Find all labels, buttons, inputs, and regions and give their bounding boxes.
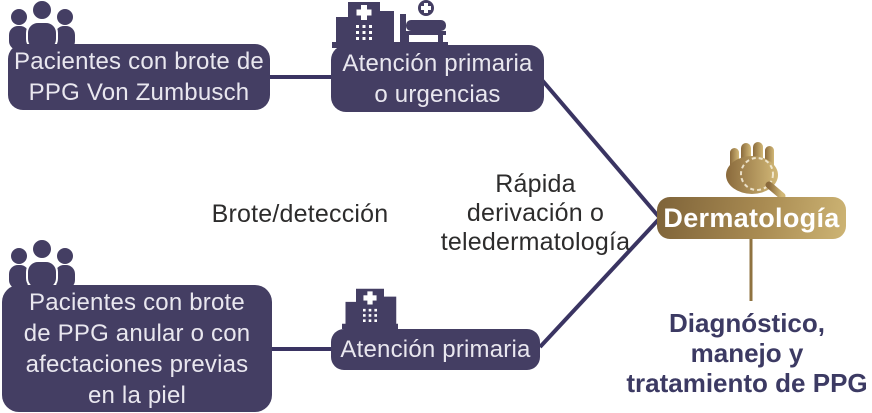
hospital-and-bed-icon [332, 0, 448, 48]
label-line: o urgencias [374, 80, 501, 108]
label-line: afectaciones previas [25, 350, 249, 378]
patients-von-zumbusch-box: Pacientes con brote de PPG Von Zumbusch [8, 44, 270, 110]
primary-care-er-box: Atención primaria o urgencias [331, 45, 544, 112]
label-line: derivación o [466, 199, 605, 227]
label-line: teledermatología [440, 228, 631, 256]
patients-von-zumbusch-label: Pacientes con brote de PPG Von Zumbusch [14, 46, 264, 108]
label-line: manejo y [690, 338, 804, 368]
patients-anular-box: Pacientes con brote de PPG anular o con … [2, 285, 272, 412]
label-line: Atención primaria [340, 336, 531, 363]
label-line: PPG Von Zumbusch [28, 79, 250, 106]
people-group-icon [9, 238, 75, 288]
hand-magnifier-icon [726, 142, 786, 198]
patients-anular-label: Pacientes con brote de PPG anular o con … [24, 287, 251, 411]
dermatology-label: Dermatología [663, 202, 840, 233]
outcome-text: Diagnóstico, manejo y tratamiento de PPG [618, 308, 872, 398]
rapid-referral-label: Rápida derivación o teledermatología [428, 170, 643, 257]
people-group-icon [9, 0, 75, 48]
dermatology-box: Dermatología [657, 197, 846, 239]
label-line: de PPG anular o con [23, 319, 251, 347]
primary-care-box: Atención primaria [331, 329, 540, 370]
label-line: tratamiento de PPG [626, 368, 868, 398]
label-line: Diagnóstico, [668, 308, 825, 338]
label-line: Pacientes con brote de [14, 48, 264, 75]
primary-care-er-label: Atención primaria o urgencias [342, 48, 532, 110]
label-line: Pacientes con brote [29, 288, 245, 316]
label-line: en la piel [87, 381, 187, 409]
label-line: Rápida [495, 170, 576, 198]
hospital-icon [342, 288, 398, 329]
primary-care-label: Atención primaria [340, 334, 530, 365]
label-line: Atención primaria [342, 49, 533, 77]
detection-label: Brote/detección [211, 200, 389, 228]
